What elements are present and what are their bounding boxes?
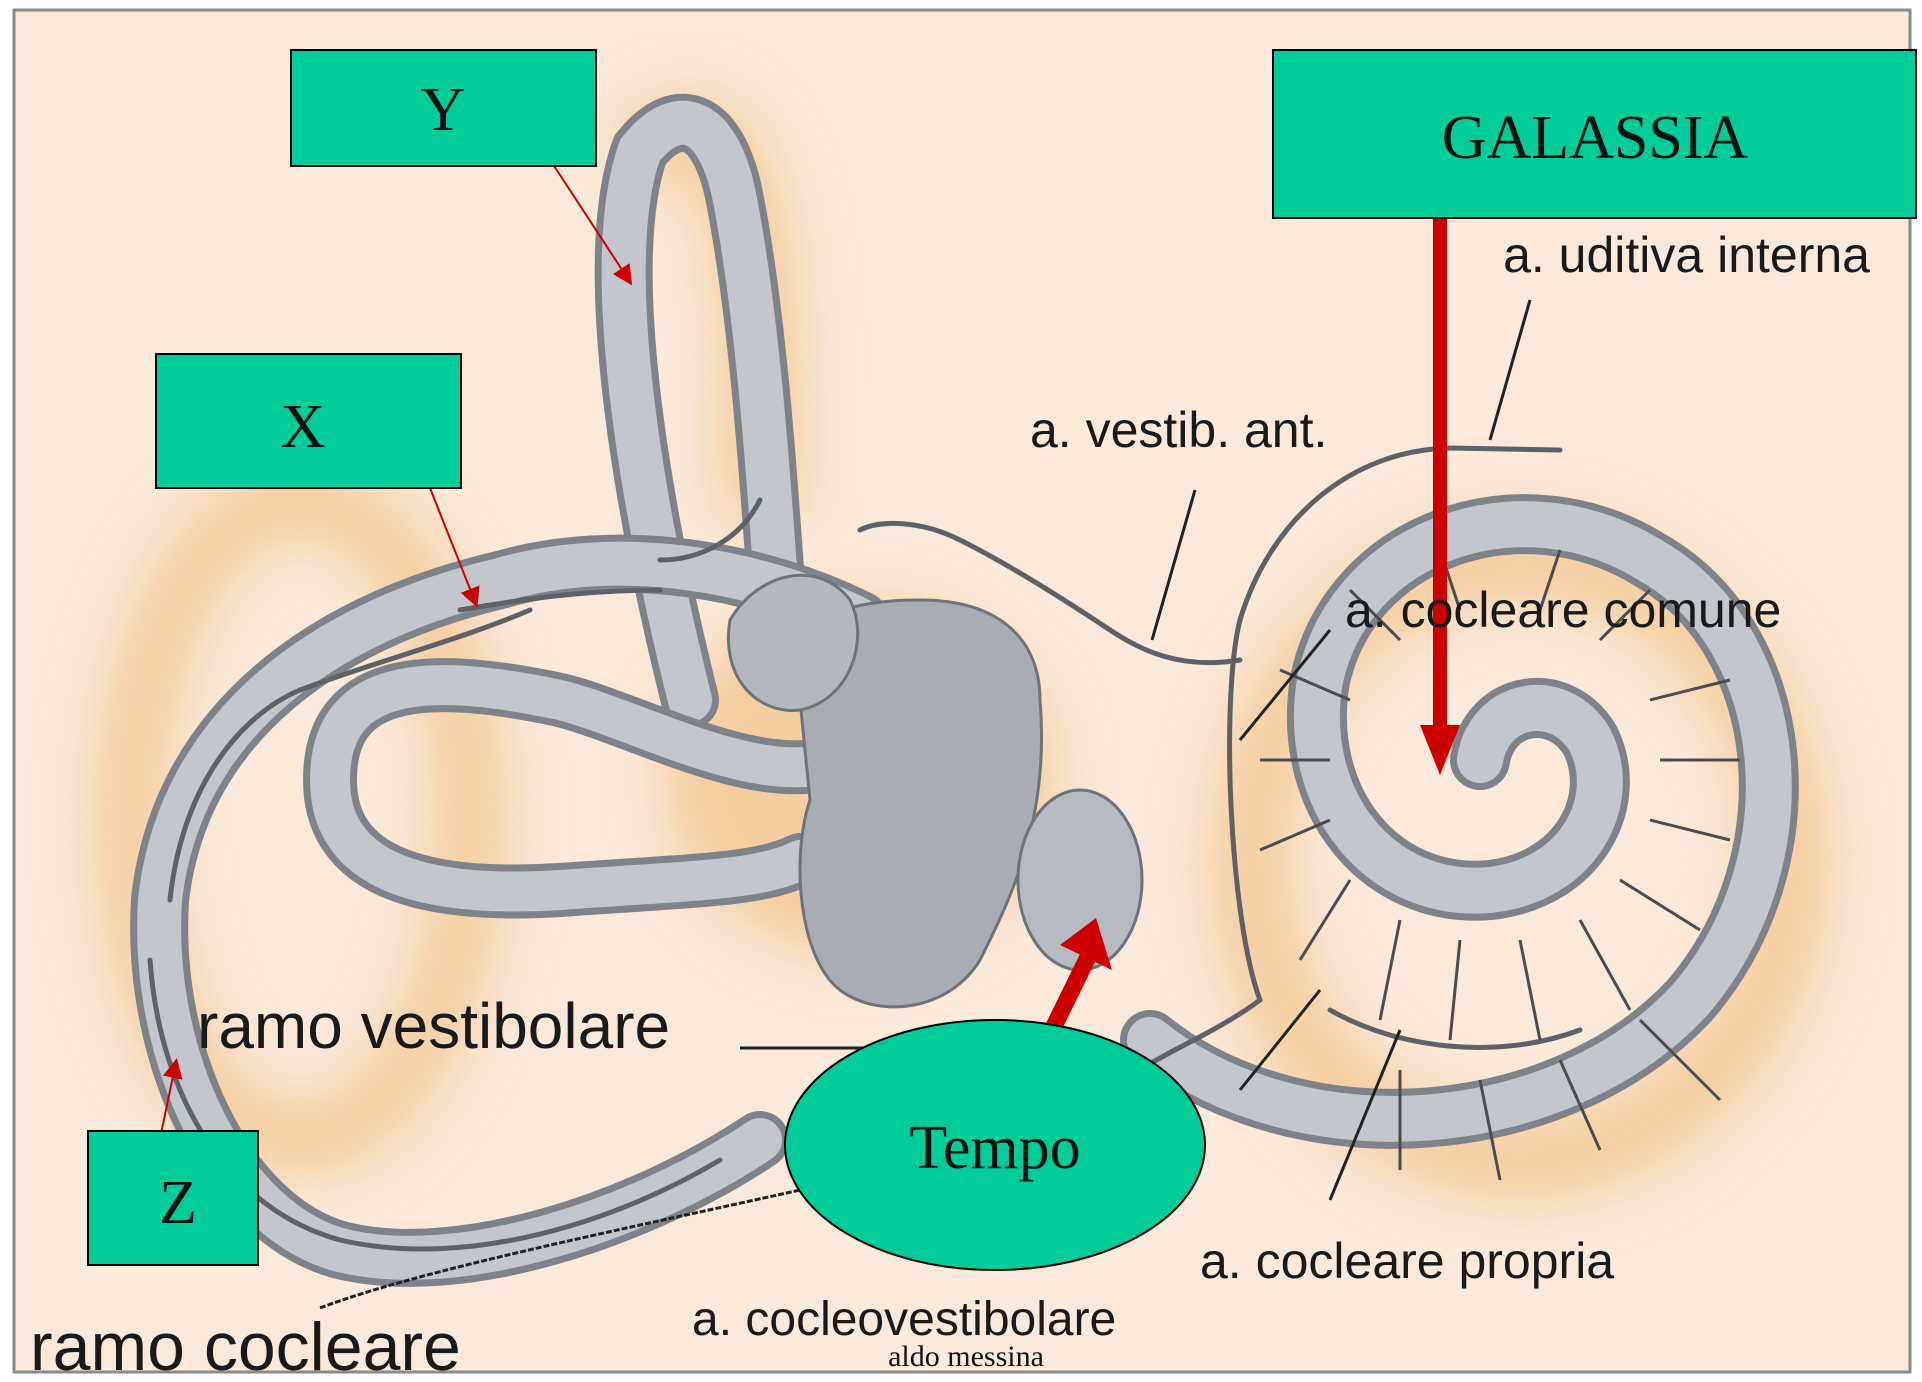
box-z-label: Z	[159, 1169, 197, 1237]
label-cocleare-propria: a. cocleare propria	[1200, 1233, 1614, 1289]
ellipse-tempo-label: Tempo	[909, 1114, 1080, 1182]
label-ramo-cocleare: ramo cocleare	[30, 1309, 461, 1382]
label-cocleovestibolare: a. cocleovestibolare	[692, 1293, 1116, 1346]
label-vestib-ant: a. vestib. ant.	[1030, 402, 1327, 458]
box-galassia-label: GALASSIA	[1442, 104, 1749, 172]
box-x-label: X	[281, 393, 326, 461]
label-ramo-vestibolare: ramo vestibolare	[197, 990, 670, 1062]
label-uditiva-interna: a. uditiva interna	[1503, 227, 1870, 283]
box-z: Z	[88, 1131, 258, 1265]
ellipse-tempo: Tempo	[785, 1020, 1205, 1270]
arrow-galassia-shaft	[1433, 218, 1447, 728]
box-x: X	[156, 354, 461, 488]
credit-text: aldo messina	[888, 1340, 1044, 1373]
box-galassia: GALASSIA	[1273, 50, 1916, 218]
box-y: Y	[291, 50, 596, 166]
label-cocleare-comune: a. cocleare comune	[1345, 582, 1781, 638]
box-y-label: Y	[421, 76, 466, 144]
